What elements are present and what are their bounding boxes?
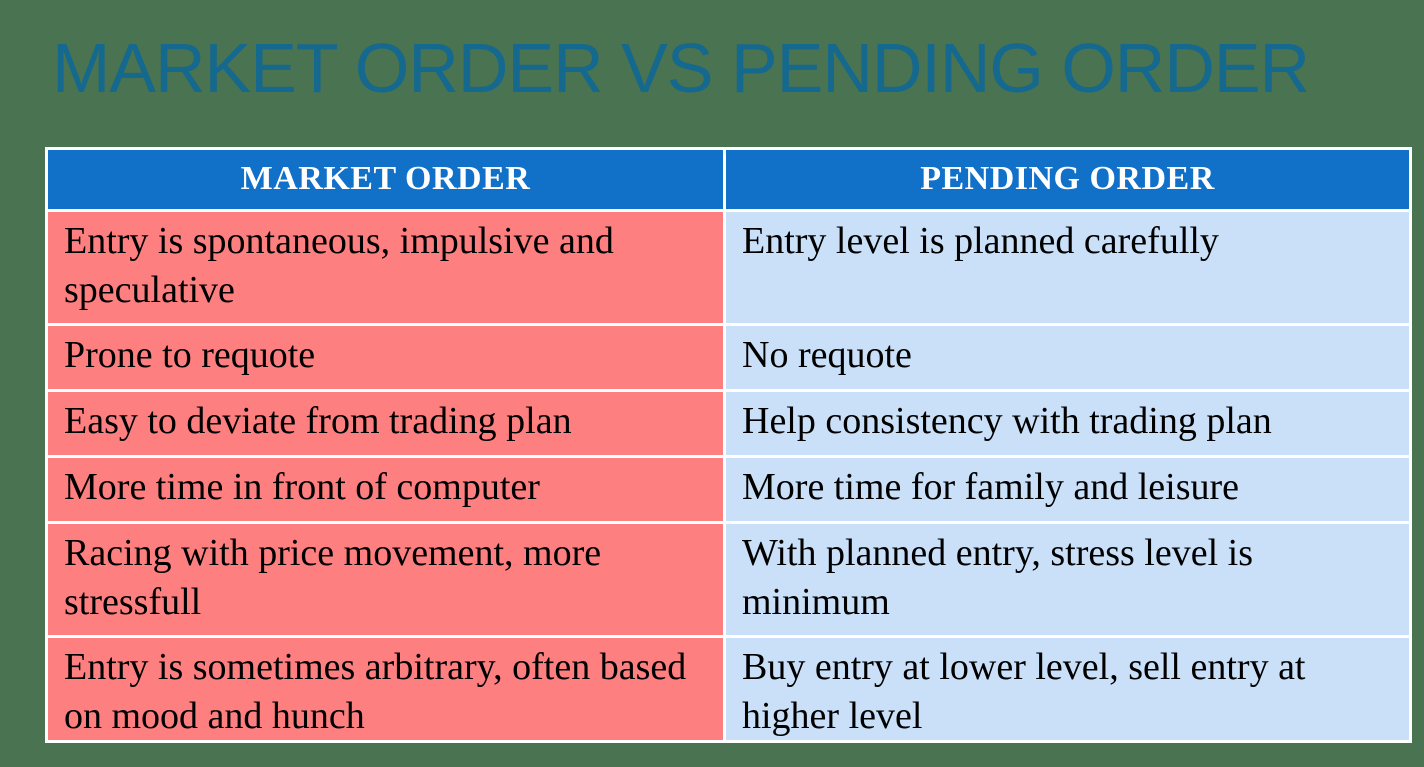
table-cell-market-row1: Entry is spontaneous, impulsive and spec… xyxy=(48,212,723,323)
page-title: MARKET ORDER VS PENDING ORDER xyxy=(52,29,1310,107)
table-cell-pending-row1: Entry level is planned carefully xyxy=(726,212,1409,323)
table-cell-pending-row6: Buy entry at lower level, sell entry at … xyxy=(726,638,1409,740)
table-cell-market-row5: Racing with price movement, more stressf… xyxy=(48,524,723,635)
table-cell-pending-row5: With planned entry, stress level is mini… xyxy=(726,524,1409,635)
column-header-pending-order: PENDING ORDER xyxy=(726,150,1409,209)
comparison-table: MARKET ORDER PENDING ORDER Entry is spon… xyxy=(45,147,1412,743)
table-cell-pending-row3: Help consistency with trading plan xyxy=(726,392,1409,455)
table-cell-market-row4: More time in front of computer xyxy=(48,458,723,521)
column-header-market-order: MARKET ORDER xyxy=(48,150,723,209)
table-cell-market-row3: Easy to deviate from trading plan xyxy=(48,392,723,455)
table-cell-market-row6: Entry is sometimes arbitrary, often base… xyxy=(48,638,723,740)
table-cell-pending-row4: More time for family and leisure xyxy=(726,458,1409,521)
table-cell-pending-row2: No requote xyxy=(726,326,1409,389)
table-cell-market-row2: Prone to requote xyxy=(48,326,723,389)
